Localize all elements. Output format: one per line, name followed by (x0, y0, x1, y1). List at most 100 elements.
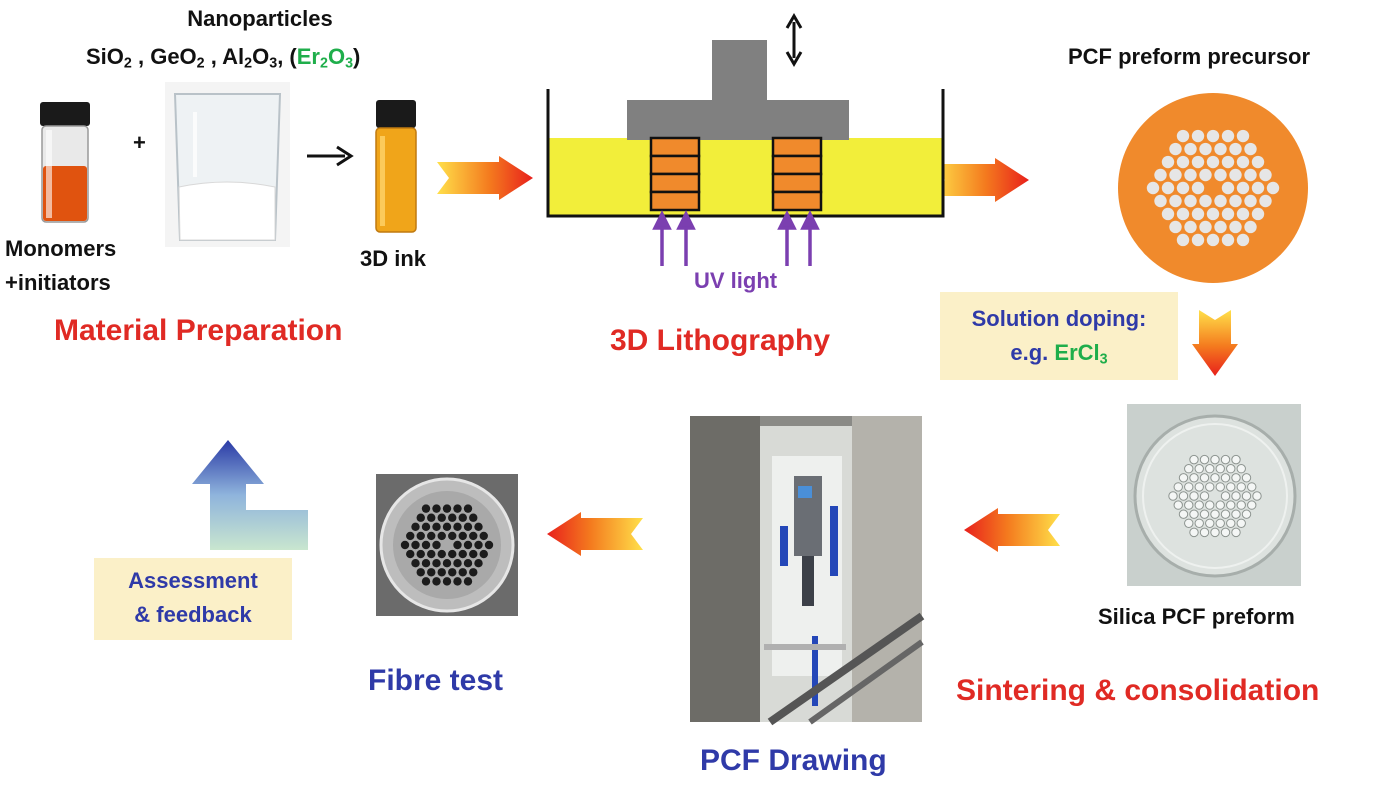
lattice-hole (1221, 129, 1235, 143)
lattice-hole (1194, 518, 1204, 528)
lattice-hole (442, 558, 452, 568)
lattice-hole (463, 504, 473, 513)
lattice-hole (1191, 155, 1205, 169)
solution-doping-note: Solution doping: e.g. ErCl3 (940, 292, 1178, 380)
lattice-hole (1236, 518, 1246, 528)
lattice-hole (1178, 509, 1189, 519)
lattice-hole (432, 504, 441, 513)
assessment-line2: & feedback (134, 602, 252, 627)
lattice-hole (1210, 509, 1220, 519)
lattice-hole (458, 568, 467, 577)
lattice-hole (1191, 181, 1205, 195)
3d-ink-vial-image (375, 100, 417, 233)
lattice-hole (411, 522, 420, 532)
lattice-hole (1244, 168, 1257, 182)
lattice-hole (1184, 168, 1197, 182)
lattice-hole (1199, 142, 1212, 156)
lattice-hole (1221, 207, 1235, 221)
lattice-hole (1205, 464, 1215, 474)
lattice-hole (1236, 482, 1246, 492)
nanoparticle-beaker-image (165, 82, 290, 247)
lattice-hole (1266, 181, 1280, 195)
lattice-hole (432, 577, 441, 586)
monomers-label-line1: Monomers (5, 236, 117, 261)
arrow-to-precursor (933, 158, 1029, 202)
lattice-hole (1199, 168, 1212, 182)
lattice-hole (1251, 181, 1265, 195)
lattice-hole (432, 522, 441, 532)
lattice-hole (1220, 509, 1231, 519)
lattice-hole (416, 568, 425, 577)
lattice-hole (1184, 220, 1197, 234)
3d-lithography-title: 3D Lithography (610, 324, 831, 357)
lattice-hole (437, 568, 446, 577)
lattice-hole (453, 577, 462, 586)
lattice-hole (463, 540, 473, 550)
lattice-hole (458, 549, 467, 559)
lattice-hole (1199, 454, 1210, 465)
lattice-hole (432, 558, 441, 568)
lattice-hole (1214, 220, 1227, 234)
lattice-hole (479, 549, 488, 559)
arrow-to-lithography (437, 156, 533, 200)
lattice-hole (1220, 473, 1231, 483)
lattice-hole (421, 504, 431, 513)
lattice-hole (463, 577, 473, 586)
lattice-hole (1241, 473, 1252, 483)
lattice-hole (1214, 168, 1227, 182)
lattice-hole (1184, 194, 1197, 208)
lattice-hole (1231, 491, 1241, 501)
lattice-hole (1178, 491, 1189, 501)
lattice-hole (1259, 194, 1272, 208)
lattice-hole (1236, 129, 1250, 143)
monomers-label-line2: +initiators (5, 270, 111, 295)
lattice-hole (1210, 527, 1220, 538)
lattice-hole (1251, 207, 1265, 221)
lattice-hole (1244, 142, 1257, 156)
lattice-hole (1247, 500, 1257, 510)
lattice-hole (1199, 220, 1212, 234)
lattice-hole (1189, 454, 1199, 465)
lattice-hole (1169, 194, 1182, 208)
solution-doping-line1: Solution doping: (971, 306, 1147, 331)
lattice-hole (1252, 491, 1262, 501)
arrow-down-to-doping (1192, 310, 1238, 376)
lattice-hole (1199, 527, 1210, 538)
lattice-hole (1236, 464, 1246, 474)
lattice-hole (1215, 518, 1225, 528)
material-preparation-title: Material Preparation (54, 314, 343, 347)
lattice-hole (474, 558, 483, 568)
lattice-hole (1191, 233, 1205, 247)
lattice-hole (442, 577, 452, 586)
lattice-hole (1215, 500, 1225, 510)
lattice-hole (411, 558, 420, 568)
lattice-hole (1189, 473, 1199, 483)
lattice-hole (1215, 482, 1225, 492)
lattice-hole (1244, 220, 1257, 234)
arrow-to-fibre-test (547, 512, 643, 556)
lattice-hole (1191, 129, 1205, 143)
lattice-hole (1189, 509, 1199, 519)
precursor-cross-section (1118, 93, 1308, 283)
lattice-hole (1236, 155, 1250, 169)
lattice-hole (437, 513, 446, 522)
lattice-hole (1236, 181, 1250, 195)
lattice-hole (1236, 233, 1250, 247)
lattice-hole (448, 568, 457, 577)
lattice-hole (432, 540, 441, 550)
lattice-hole (1184, 518, 1194, 528)
lattice-hole (1184, 142, 1197, 156)
lattice-hole (469, 549, 478, 559)
lattice-hole (1184, 500, 1194, 510)
lattice-hole (400, 540, 410, 550)
lattice-hole (1221, 233, 1235, 247)
lattice-hole (1231, 454, 1241, 465)
assessment-note: Assessment & feedback (94, 558, 292, 640)
lattice-hole (416, 549, 425, 559)
lattice-hole (1184, 482, 1194, 492)
lattice-hole (427, 513, 436, 522)
assessment-line1: Assessment (128, 568, 258, 593)
feedback-arrow (192, 440, 308, 550)
lattice-hole (442, 504, 452, 513)
lattice-hole (1161, 181, 1175, 195)
